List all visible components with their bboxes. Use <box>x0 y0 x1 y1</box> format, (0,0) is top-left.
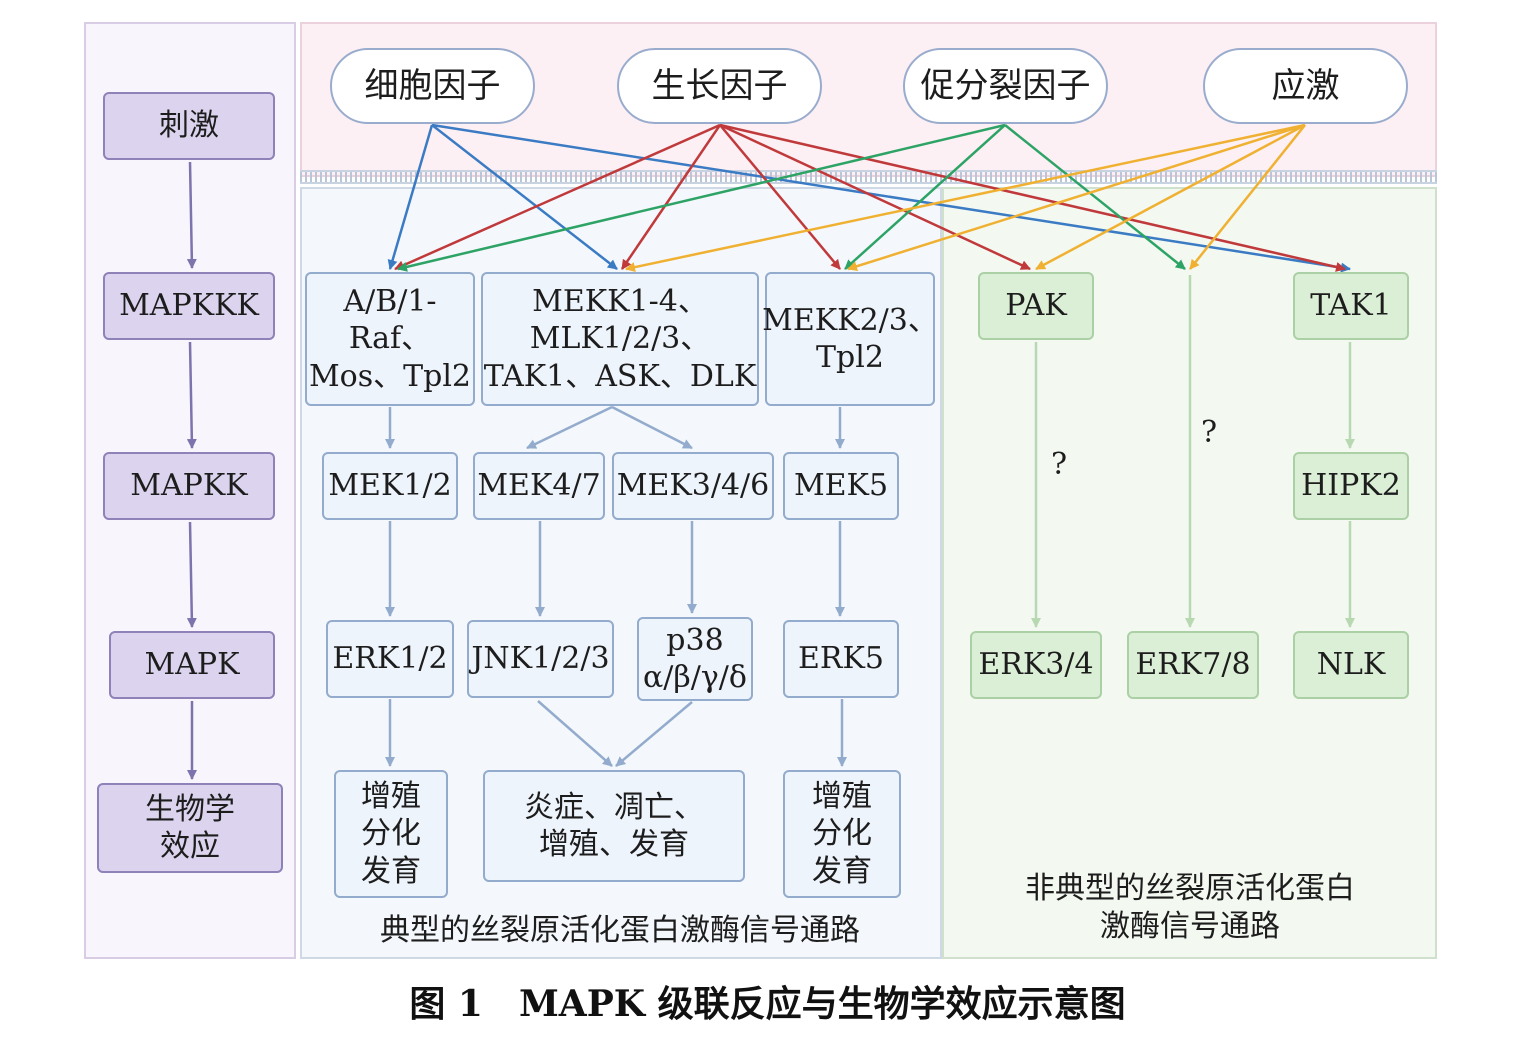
mekk-mlk-tak1-node: MEKK1-4、 MLK1/2/3、 TAK1、ASK、DLK <box>481 272 759 406</box>
stage-mapk: MAPK <box>109 631 275 699</box>
unknown-link-pak-erk34: ? <box>1050 447 1068 482</box>
erk78-node: ERK7/8 <box>1127 631 1259 699</box>
nlk-node: NLK <box>1293 631 1409 699</box>
mekk-split-to-mek346 <box>611 405 693 450</box>
raf-mos-tpl2-node: A/B/1-Raf、 Mos、Tpl2 <box>305 272 475 406</box>
pak-node: PAK <box>978 272 1094 340</box>
cytokine-to-raf <box>387 124 434 270</box>
growth-to-tak1 <box>719 123 1346 272</box>
unknown-link-erk78: ? <box>1200 415 1218 450</box>
erk12-effect-node: 增殖 分化 发育 <box>334 770 448 898</box>
inflammation-apoptosis-effect-node: 炎症、凋亡、 增殖、发育 <box>483 770 745 882</box>
stage-stimulus: 刺激 <box>103 92 275 160</box>
stimulus-stress: 应激 <box>1203 48 1408 124</box>
mitogen-to-erk78 <box>1004 124 1186 270</box>
mek12-node: MEK1/2 <box>322 452 458 520</box>
growth-to-mekk23 <box>719 124 841 270</box>
erk12-node: ERK1/2 <box>326 620 454 698</box>
growth-to-pak <box>719 123 1031 271</box>
mek47-node: MEK4/7 <box>473 452 605 520</box>
growth-to-raf <box>394 123 721 271</box>
mek346-node: MEK3/4/6 <box>612 452 774 520</box>
stage-arrow-3 <box>186 521 197 628</box>
stress-to-mekk23 <box>847 123 1306 272</box>
mitogen-to-raf <box>397 123 1006 272</box>
stimulus-cytokine: 细胞因子 <box>330 48 535 124</box>
jnk-node: JNK1/2/3 <box>467 620 614 698</box>
stage-mapkkk: MAPKKK <box>103 272 275 340</box>
mitogen-to-mekk23 <box>844 124 1006 270</box>
classic-pathway-title: 典型的丝裂原活化蛋白激酶信号通路 <box>380 913 860 948</box>
stage-biological-effect: 生物学 效应 <box>97 783 283 873</box>
erk34-node: ERK3/4 <box>970 631 1102 699</box>
stage-arrow-1 <box>186 161 197 269</box>
figure-caption: 图 1 MAPK 级联反应与生物学效应示意图 <box>409 983 1126 1025</box>
mekk-split-to-mek47 <box>526 405 613 450</box>
jnk-to-effect <box>537 700 613 767</box>
stress-to-erk78 <box>1189 124 1306 270</box>
stimulus-growth-factor: 生长因子 <box>617 48 822 124</box>
cytokine-to-tak1 <box>431 123 1351 273</box>
cytokine-to-mekk <box>431 124 618 270</box>
erk5-effect-node: 增殖 分化 发育 <box>783 770 901 898</box>
tak1-node: TAK1 <box>1293 272 1409 340</box>
mek5-node: MEK5 <box>783 452 899 520</box>
mekk23-tpl2-node: MEKK2/3、 Tpl2 <box>762 272 938 406</box>
stage-arrow-2 <box>186 341 197 449</box>
stress-to-pak <box>1035 123 1306 271</box>
atypical-pathway-title: 非典型的丝裂原活化蛋白 激酶信号通路 <box>1025 871 1355 944</box>
erk5-node: ERK5 <box>783 620 899 698</box>
stimulus-mitogen: 促分裂因子 <box>903 48 1108 124</box>
hipk2-node: HIPK2 <box>1293 452 1409 520</box>
stress-to-mekk <box>625 123 1306 273</box>
growth-to-mekk <box>620 124 722 270</box>
stage-mapkk: MAPKK <box>103 452 275 520</box>
p38-to-effect <box>615 701 693 767</box>
p38-node: p38 α/β/γ/δ <box>637 617 753 701</box>
